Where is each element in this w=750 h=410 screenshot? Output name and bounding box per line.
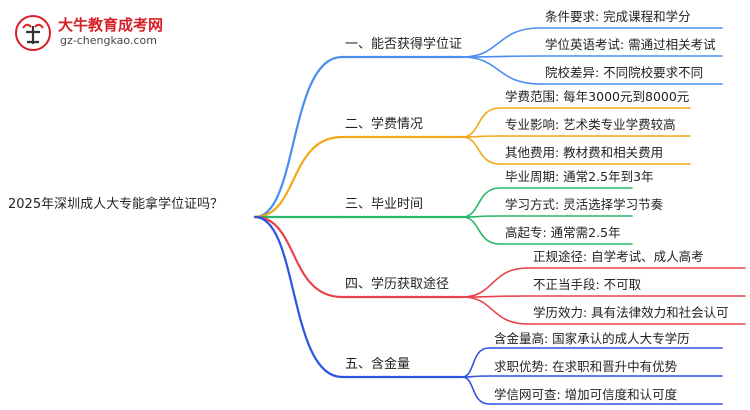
branch-label-5: 五、含金量: [345, 357, 411, 372]
branch-label-2: 二、学费情况: [345, 117, 424, 132]
leaf-1-1: 条件要求: 完成课程和学分: [545, 9, 691, 24]
leaf-3-1: 毕业周期: 通常2.5年到3年: [505, 169, 654, 184]
leaf-5-2: 求职优势: 在求职和晋升中有优势: [494, 359, 678, 374]
branch-label-3: 三、毕业时间: [345, 197, 424, 212]
leaf-connector-5-3: [461, 376, 490, 405]
leaf-connector-2-3: [461, 136, 501, 165]
branch-label-1: 一、能否获得学位证: [345, 37, 463, 52]
leaf-2-1: 学费范围: 每年3000元到8000元: [505, 89, 690, 104]
leaf-4-1: 正规途径: 自学考试、成人高考: [533, 249, 704, 264]
leaf-connector-4-3: [461, 296, 529, 325]
leaf-2-2: 专业影响: 艺术类专业学费较高: [505, 117, 676, 132]
leaf-connector-5-1: [461, 347, 490, 378]
branch-connector-1: [253, 55, 344, 219]
leaf-connector-2-1: [461, 107, 501, 138]
leaf-3-3: 高起专: 通常需2.5年: [505, 225, 621, 240]
leaf-connector-5-2: [461, 375, 490, 378]
site-logo[interactable]: 大牛教育成考网 gz-chengkao.com: [8, 12, 168, 52]
leaf-connector-4-1: [461, 267, 529, 298]
logo-url: gz-chengkao.com: [60, 34, 157, 47]
branch-connector-5: [253, 215, 344, 379]
leaf-2-3: 其他费用: 教材费和相关费用: [505, 145, 664, 160]
leaf-connector-3-3: [461, 216, 501, 245]
leaf-5-3: 学信网可查: 增加可信度和认可度: [494, 387, 678, 402]
leaf-5-1: 含金量高: 国家承认的成人大专学历: [494, 331, 690, 346]
branch-connector-2: [253, 135, 344, 219]
leaf-4-2: 不正当手段: 不可取: [533, 277, 642, 292]
branch-connector-4: [253, 215, 344, 299]
leaf-1-3: 院校差异: 不同院校要求不同: [545, 65, 704, 80]
leaf-3-2: 学习方式: 灵活选择学习节奏: [505, 197, 664, 212]
leaf-4-3: 学历效力: 具有法律效力和社会认可: [533, 305, 729, 320]
logo-title: 大牛教育成考网: [58, 16, 164, 34]
root-node: 2025年深圳成人大专能拿学位证吗？: [8, 197, 224, 212]
leaf-connector-1-3: [461, 56, 541, 85]
branch-label-4: 四、学历获取途径: [345, 277, 450, 292]
leaf-connector-1-1: [461, 27, 541, 58]
leaf-connector-3-1: [461, 187, 501, 218]
bull-logo-icon: [15, 15, 51, 51]
leaf-1-2: 学位英语考试: 需通过相关考试: [545, 37, 716, 52]
